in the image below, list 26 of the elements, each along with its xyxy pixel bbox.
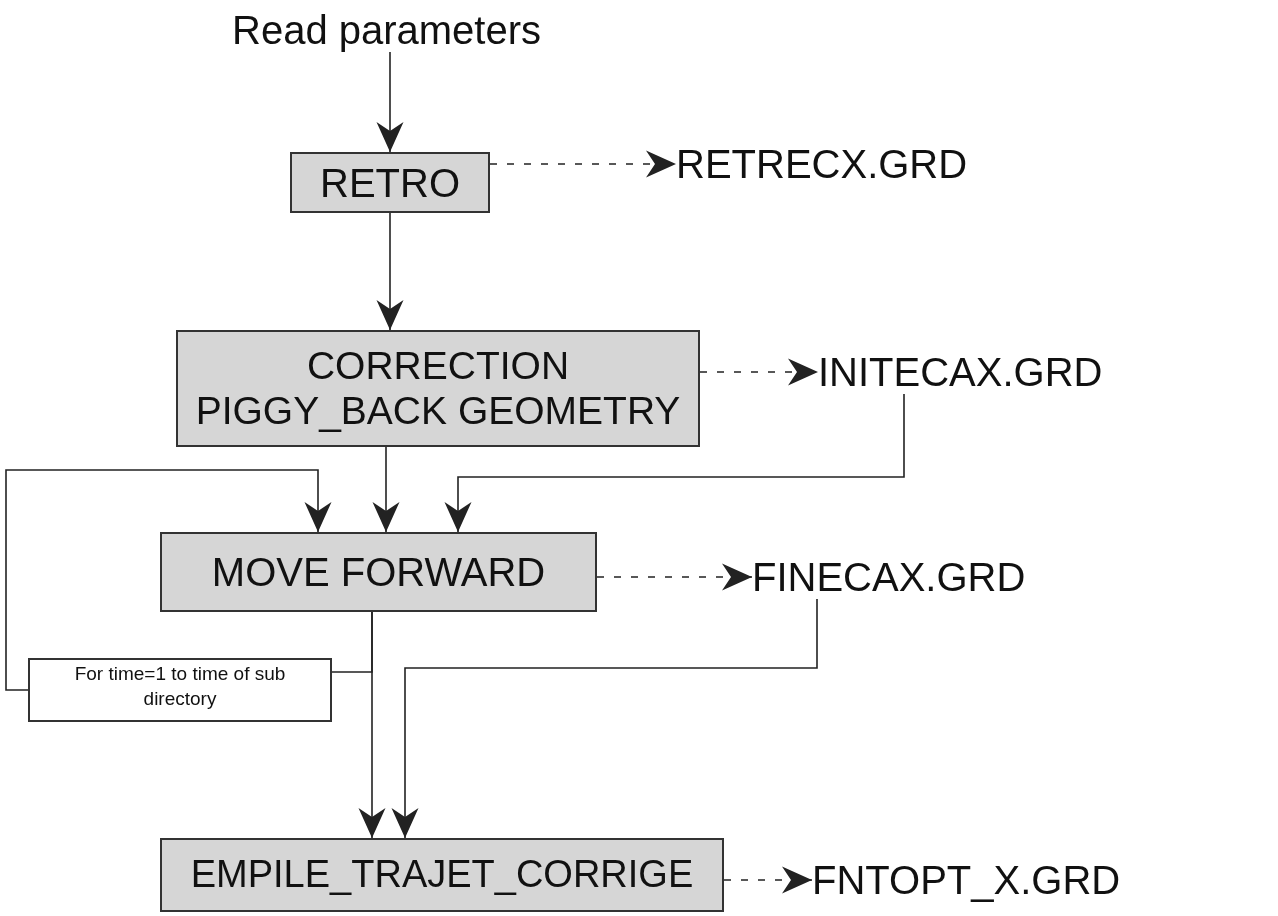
dashed-arrow [699, 358, 819, 386]
output-file-label: FNTOPT_X.GRD [812, 858, 1121, 902]
process-box [290, 152, 490, 213]
arrow [358, 611, 386, 839]
box-label: EMPILE_TRAJET_CORRIGE [190, 853, 694, 897]
dashed-arrow [723, 866, 813, 894]
box-label: RETRO [320, 159, 460, 206]
output-file-label: FINECAX.GRD [752, 555, 1026, 599]
arrow [376, 51, 404, 153]
arrow [444, 393, 905, 533]
loop-note-box: For time=1 to time of sub directory [28, 658, 332, 722]
output-file-label: INITECAX.GRD [818, 350, 1103, 394]
start-label: Read parameters [232, 8, 542, 52]
box-label: MOVE FORWARD [211, 549, 546, 595]
arrow [372, 446, 400, 533]
arrow [5, 469, 332, 691]
arrow [376, 212, 404, 331]
process-box [160, 838, 724, 912]
box-label: PIGGY_BACK GEOMETRY [195, 388, 681, 434]
process-box [176, 330, 700, 447]
process-box [160, 532, 597, 612]
arrow [391, 598, 818, 839]
dashed-arrow [489, 150, 677, 178]
output-file-label: RETRECX.GRD [676, 142, 968, 186]
dashed-arrow [596, 563, 753, 591]
box-label: CORRECTION [306, 343, 570, 389]
